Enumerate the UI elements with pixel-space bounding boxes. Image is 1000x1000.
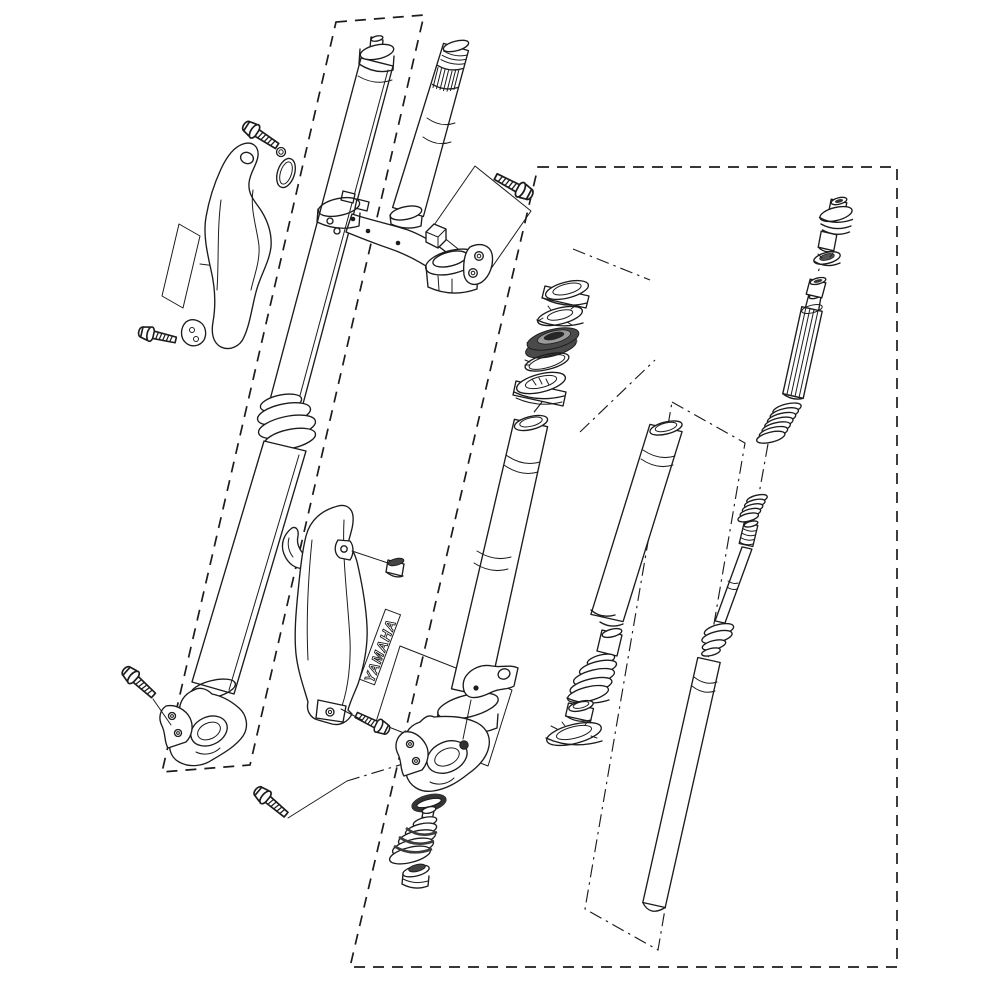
- damper-adjust-rod: [782, 292, 823, 400]
- fork-cap-bolt: [817, 196, 854, 253]
- protector-mount-tab-top: [334, 539, 354, 561]
- snap-ring: [524, 352, 570, 372]
- damper-tube: [642, 656, 721, 912]
- protector-mount-tab-bottom: [315, 699, 347, 723]
- chain-springs: [758, 443, 769, 495]
- rod-threaded-tip: [738, 520, 759, 548]
- left-clamp-boss: [316, 190, 401, 246]
- rebound-spring: [756, 402, 802, 444]
- axle-bracket-center: [395, 715, 491, 793]
- seal-washer: [536, 305, 584, 327]
- pinch-ear: [462, 243, 494, 286]
- chain-inner-tube: [579, 359, 656, 433]
- steering-stem: [391, 39, 470, 218]
- stem-boss: [389, 205, 423, 229]
- brake-hose-bracket: [462, 664, 519, 740]
- drain-nut: [401, 863, 430, 889]
- damper-rod-assembly: [642, 520, 759, 912]
- left-fork-leg: [159, 35, 395, 767]
- tube-break: [590, 609, 624, 627]
- leader-axle-bolt: [287, 756, 427, 819]
- damper-group-frame: [584, 401, 746, 951]
- inner-tube-right: [590, 420, 683, 627]
- oil-seal: [525, 327, 580, 359]
- clamp-screw-dark: [459, 740, 469, 750]
- stop-key-block: [425, 223, 447, 249]
- fork-seal-boot: [256, 393, 317, 451]
- outer-tube-center: [450, 414, 549, 698]
- seal-stack: [512, 279, 590, 407]
- chain-seal-stack-upper: [572, 248, 651, 281]
- spring-seat-collar: [701, 622, 735, 657]
- protector-clamp-upper: [180, 319, 207, 347]
- hose-clip-ring: [275, 146, 296, 189]
- slide-bushing: [541, 279, 590, 309]
- seal-spacer-washer: [545, 720, 603, 747]
- fork-cap: [357, 35, 395, 83]
- oring-collar: [813, 251, 841, 267]
- mount-nut: [351, 550, 405, 578]
- dust-seal: [512, 371, 567, 407]
- center-fork-leg: [388, 414, 549, 889]
- right-group-dashed-box: [348, 166, 898, 968]
- leader-bolt-left: [152, 698, 172, 726]
- slide-metal-bushing: [564, 699, 595, 723]
- check-spring: [737, 493, 768, 523]
- left-group-dashed-box: [160, 14, 426, 773]
- fork-protector-rear: [204, 142, 272, 350]
- tube-lower-section: [545, 627, 623, 747]
- leader-bolt-protector-bottom: [340, 708, 363, 721]
- oil-lock-cone: [388, 805, 438, 865]
- spacer-collar-small: [805, 276, 827, 299]
- lower-triple-clamp: [316, 190, 494, 294]
- axle-bracket-left: [159, 687, 248, 767]
- taper-cone-ribs: [566, 653, 618, 704]
